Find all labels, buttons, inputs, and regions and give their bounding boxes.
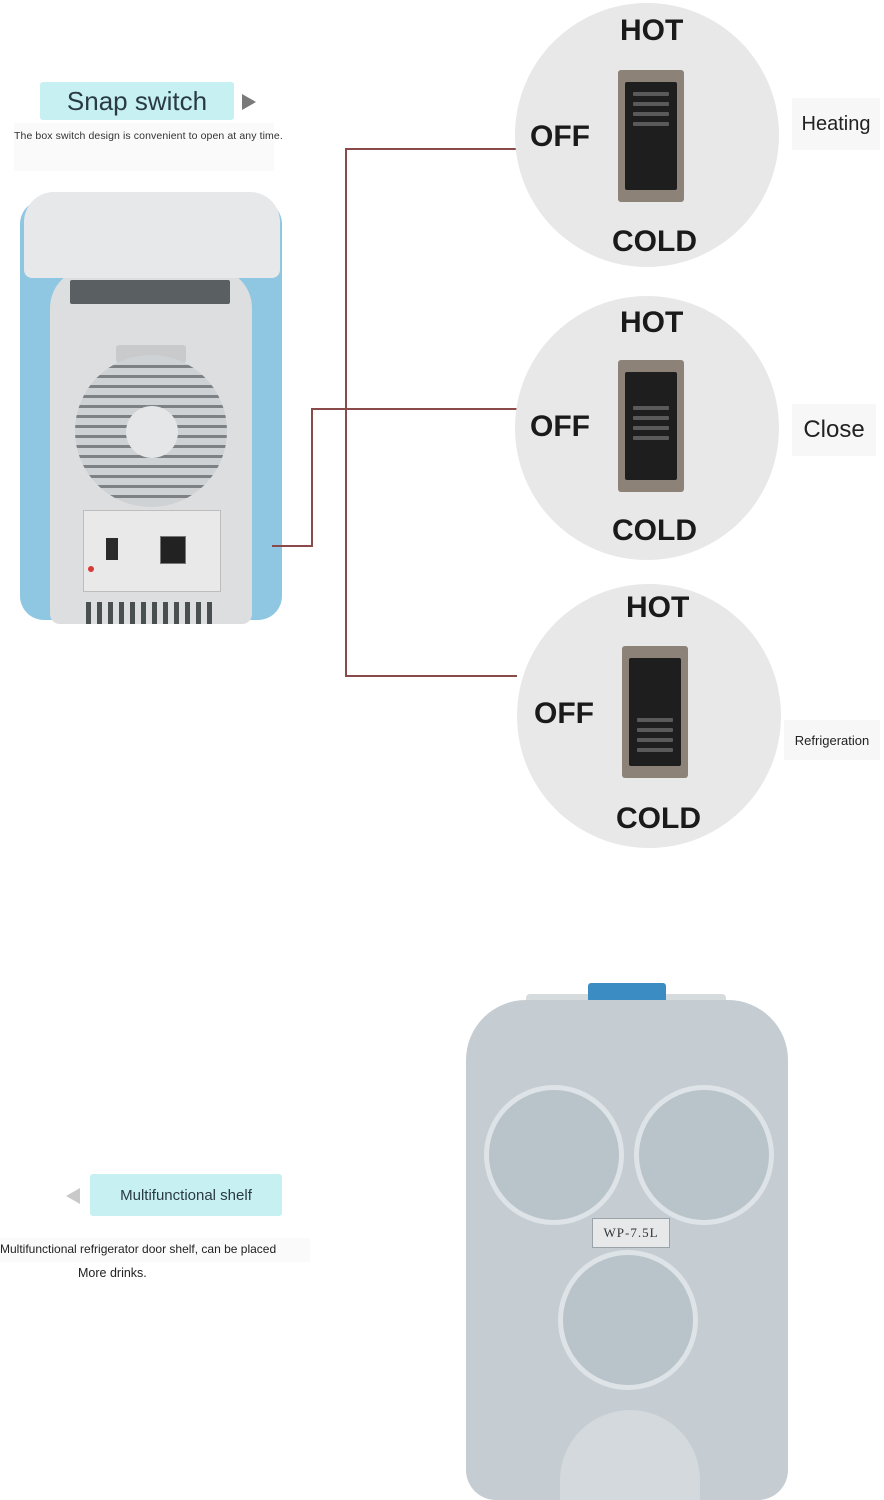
mode-label-heating: Heating: [792, 98, 880, 150]
mode-label-close-text: Close: [803, 416, 865, 443]
snap-switch-label-text: Snap switch: [66, 85, 208, 116]
off-label: OFF: [530, 410, 590, 443]
triangle-right-icon: [242, 94, 256, 110]
fridge-handle-slot: [70, 280, 230, 304]
model-badge: WP-7.5L: [592, 1218, 670, 1248]
cold-label: COLD: [616, 802, 701, 835]
mode-label-heating-text: Heating: [801, 112, 871, 135]
rocker-switch-icon: [618, 70, 684, 202]
cup-holder-icon: [634, 1085, 774, 1225]
mode-label-refrigeration-text: Refrigeration: [794, 732, 870, 748]
fridge-lid: [24, 192, 280, 278]
hot-label: HOT: [620, 14, 684, 47]
rocker-switch-icon: [618, 360, 684, 492]
mode-label-refrigeration: Refrigeration: [784, 720, 880, 760]
mode-label-close: Close: [792, 404, 876, 456]
cup-holder-icon: [558, 1250, 698, 1390]
shelf-description-line-1-text: Multifunctional refrigerator door shelf,…: [0, 1242, 277, 1256]
cold-label: COLD: [612, 514, 697, 547]
snap-switch-description: The box switch design is convenient to o…: [14, 123, 283, 171]
model-badge-text: WP-7.5L: [603, 1225, 659, 1240]
lid-latch-tab: [588, 983, 666, 1005]
fan-hub: [126, 406, 178, 458]
shelf-label-text: Multifunctional shelf: [120, 1186, 252, 1204]
indicator-led-icon: [88, 566, 94, 572]
hot-label: HOT: [626, 591, 690, 624]
hot-label: HOT: [620, 306, 684, 339]
off-label: OFF: [530, 120, 590, 153]
rocker-switch-icon: [622, 646, 688, 778]
snap-switch-label: Snap switch: [40, 82, 234, 120]
shelf-description-line-2: More drinks.: [78, 1266, 147, 1280]
toggle-switch-icon: [106, 538, 118, 560]
cup-holder-icon: [484, 1085, 624, 1225]
off-label: OFF: [534, 697, 594, 730]
cold-label: COLD: [612, 225, 697, 258]
shelf-label: Multifunctional shelf: [90, 1174, 282, 1216]
shelf-description-line-1: Multifunctional refrigerator door shelf,…: [0, 1238, 310, 1262]
triangle-left-icon: [66, 1188, 80, 1204]
control-panel: [83, 510, 221, 592]
snap-switch-description-text: The box switch design is convenient to o…: [14, 130, 283, 142]
dc-socket-icon: [160, 536, 186, 564]
